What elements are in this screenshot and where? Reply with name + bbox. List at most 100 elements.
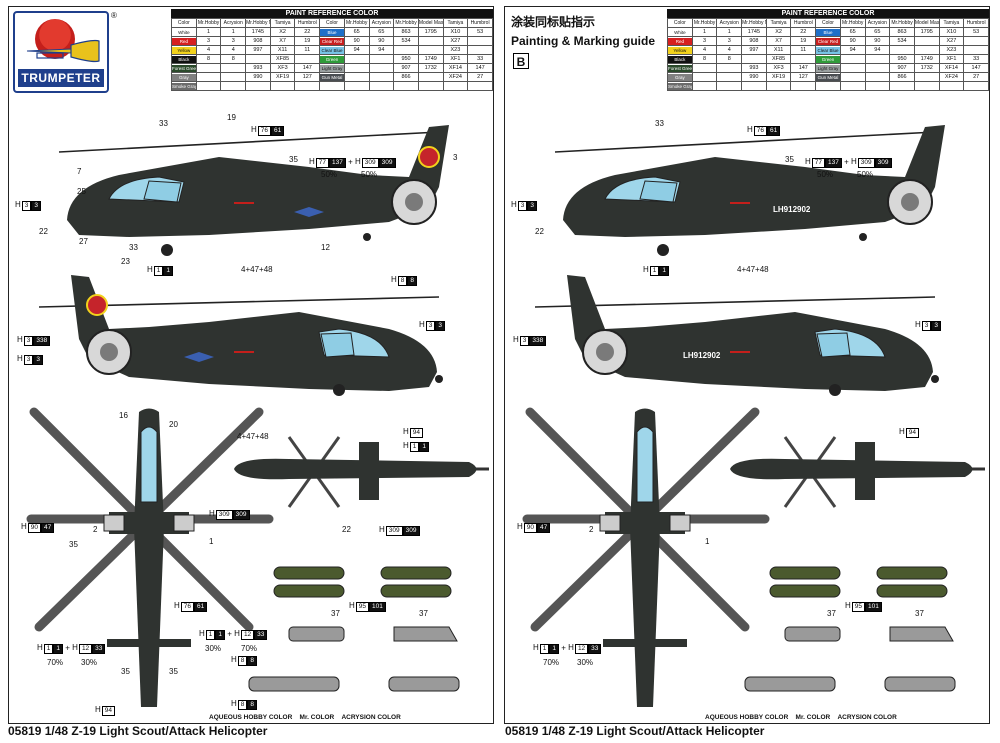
part-label-35b: 35 bbox=[69, 540, 78, 549]
scheme-badge: B bbox=[513, 53, 529, 69]
paint-table-title: PAINT REFERENCE COLOR bbox=[171, 9, 493, 18]
part-label-3: 3 bbox=[453, 153, 458, 162]
percent-50-a: 50% bbox=[321, 170, 338, 179]
color-swatch: Clear Red bbox=[816, 37, 840, 45]
part-label-22-b: 22 bbox=[535, 227, 544, 236]
color-swatch: Yellow bbox=[172, 46, 196, 54]
percent-30-r: 30% bbox=[577, 658, 594, 667]
logo-wordmark: TRUMPETER bbox=[18, 69, 104, 87]
guide-title-cn: 涂装同标贴指示 bbox=[511, 15, 596, 29]
legend-mr: Mr. COLOR bbox=[299, 714, 335, 721]
part-label-23: 23 bbox=[121, 257, 130, 266]
part-label-35d: 35 bbox=[169, 667, 178, 676]
part-label-37c: 37 bbox=[915, 609, 924, 618]
color-swatch: Blue bbox=[320, 28, 344, 36]
color-swatch: Gun Metal bbox=[320, 73, 344, 81]
helicopter-side-view-right-b bbox=[534, 275, 939, 396]
part-label-2-b: 2 bbox=[589, 525, 594, 534]
paint-code-cell bbox=[963, 81, 989, 91]
color-swatch: White bbox=[172, 28, 196, 36]
part-label-35c: 35 bbox=[121, 667, 130, 676]
color-swatch: Black bbox=[172, 55, 196, 63]
color-swatch: Green bbox=[816, 55, 840, 63]
legend-hobby-b: AQUEOUS HOBBY COLOR bbox=[705, 714, 789, 721]
color-swatch: Light Gray bbox=[816, 64, 840, 72]
left-helicopter-art bbox=[26, 125, 489, 707]
part-label-37-b: 37 bbox=[827, 609, 836, 618]
helicopter-bottom-view bbox=[234, 436, 489, 508]
color-swatch: Forest Green bbox=[172, 64, 197, 72]
weapon-stores-b bbox=[744, 566, 956, 692]
color-swatch: Red bbox=[172, 37, 196, 45]
color-swatch: Forest Green bbox=[668, 64, 693, 72]
paint-table-row: Smoke Gray bbox=[667, 81, 989, 91]
helicopter-side-view-left-b bbox=[554, 125, 945, 256]
part-label-4-47-48-b: 4+47+48 bbox=[737, 265, 769, 274]
part-label-33: 33 bbox=[159, 119, 168, 128]
part-label-1: 1 bbox=[209, 537, 214, 546]
color-swatch: Smoke Gray bbox=[172, 82, 197, 90]
part-label-33-b: 33 bbox=[655, 119, 664, 128]
color-swatch: Green bbox=[320, 55, 344, 63]
color-swatch: Gray bbox=[172, 73, 196, 81]
part-label-16: 16 bbox=[119, 411, 128, 420]
part-label-4-47-48: 4+47+48 bbox=[241, 265, 273, 274]
footer-right: 05819 1/48 Z-19 Light Scout/Attack Helic… bbox=[505, 724, 765, 738]
percent-50-b: 50% bbox=[361, 170, 378, 179]
color-swatch: White bbox=[668, 28, 692, 36]
paint-code-cell bbox=[467, 81, 493, 91]
footer-left: 05819 1/48 Z-19 Light Scout/Attack Helic… bbox=[8, 724, 268, 738]
part-label-35: 35 bbox=[289, 155, 298, 164]
percent-50-r-b: 50% bbox=[857, 170, 874, 179]
percent-30-b: 30% bbox=[205, 644, 222, 653]
color-swatch: Yellow bbox=[668, 46, 692, 54]
legend-bar-b: AQUEOUS HOBBY COLOR Mr. COLOR ACRYSION C… bbox=[705, 714, 897, 721]
part-label-22: 22 bbox=[39, 227, 48, 236]
paint-table-title-b: PAINT REFERENCE COLOR bbox=[667, 9, 989, 18]
color-swatch: Light Gray bbox=[320, 64, 344, 72]
part-label-37: 37 bbox=[331, 609, 340, 618]
part-label-28: 19 bbox=[227, 113, 236, 122]
part-label-37b: 37 bbox=[419, 609, 428, 618]
part-label-7: 7 bbox=[77, 167, 82, 176]
right-helicopter-art bbox=[522, 125, 985, 707]
legend-bar: AQUEOUS HOBBY COLOR Mr. COLOR ACRYSION C… bbox=[209, 714, 401, 721]
legend-hobby: AQUEOUS HOBBY COLOR bbox=[209, 714, 293, 721]
color-swatch: Blue bbox=[816, 28, 840, 36]
weapon-stores bbox=[248, 566, 460, 692]
percent-70-r: 70% bbox=[543, 658, 560, 667]
legend-acrysion-b: ACRYSION COLOR bbox=[837, 714, 897, 721]
color-swatch: Gun Metal bbox=[816, 73, 840, 81]
percent-70-b: 70% bbox=[241, 644, 258, 653]
registered-mark: ® bbox=[111, 11, 117, 20]
part-label-4-47-48b: 4+47+48 bbox=[237, 432, 269, 441]
percent-50-r-a: 50% bbox=[817, 170, 834, 179]
part-label-12: 12 bbox=[321, 243, 330, 252]
